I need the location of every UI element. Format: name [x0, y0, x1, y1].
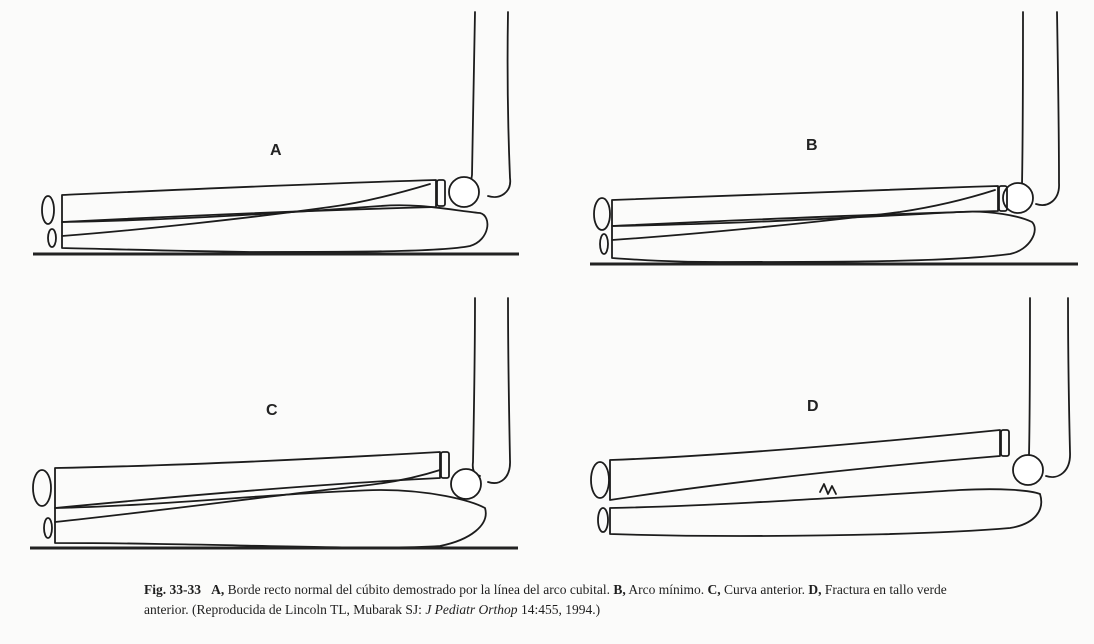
panel-a-drawing	[33, 12, 519, 254]
panel-c-ulna	[55, 490, 486, 548]
panel-b-ulna	[612, 212, 1035, 262]
panel-c-label: C	[266, 402, 278, 420]
caption-citation-tail: 14:455, 1994.)	[521, 602, 600, 617]
panel-b-label: B	[806, 137, 818, 155]
panel-b-wrist-bone-1	[594, 198, 610, 230]
caption-d-key: D,	[808, 582, 821, 597]
panel-d-wrist-bone-1	[591, 462, 609, 498]
caption-a-key: A,	[211, 582, 224, 597]
panel-c-wrist-bone-1	[33, 470, 51, 506]
panel-a-radial-head	[437, 180, 445, 206]
caption-c-key: C,	[708, 582, 721, 597]
panel-c-wrist-bone-2	[44, 518, 52, 538]
panel-c-radial-head	[441, 452, 449, 478]
panel-d-ulna	[610, 489, 1041, 536]
panel-d-humerus	[1029, 298, 1070, 477]
figure-caption: Fig. 33-33 A, Borde recto normal del cúb…	[144, 580, 964, 620]
panel-c-ulna-ridge	[55, 470, 440, 522]
panel-a-humerus	[471, 12, 510, 197]
panel-b-wrist-bone-2	[600, 234, 608, 254]
panel-b-drawing	[590, 12, 1078, 264]
panel-d-wrist-bone-2	[598, 508, 608, 532]
caption-b-text: Arco mínimo.	[628, 582, 704, 597]
panel-a-label: A	[270, 142, 282, 160]
panel-d-label: D	[807, 398, 819, 416]
forearm-illustrations	[0, 0, 1094, 575]
caption-c-text: Curva anterior.	[724, 582, 805, 597]
caption-journal: J Pediatr Orthop	[425, 602, 517, 617]
panel-a-wrist-bone-1	[42, 196, 54, 224]
panel-b-humerus	[1022, 12, 1059, 205]
panel-a-wrist-bone-2	[48, 229, 56, 247]
panel-d-capitellum	[1013, 455, 1043, 485]
caption-a-text: Borde recto normal del cúbito demostrado…	[228, 582, 610, 597]
caption-b-key: B,	[613, 582, 625, 597]
panel-d-fracture	[820, 484, 836, 494]
panel-a-capitellum	[449, 177, 479, 207]
panel-c-humerus	[473, 298, 510, 483]
panel-c-capitellum	[451, 469, 481, 499]
panel-d-radial-head	[1001, 430, 1009, 456]
panel-a-radius	[62, 180, 436, 222]
panel-d-radius	[610, 430, 1000, 500]
caption-fig-number: Fig. 33-33	[144, 582, 201, 597]
panel-c-drawing	[30, 298, 518, 548]
panel-d-drawing	[591, 298, 1070, 536]
